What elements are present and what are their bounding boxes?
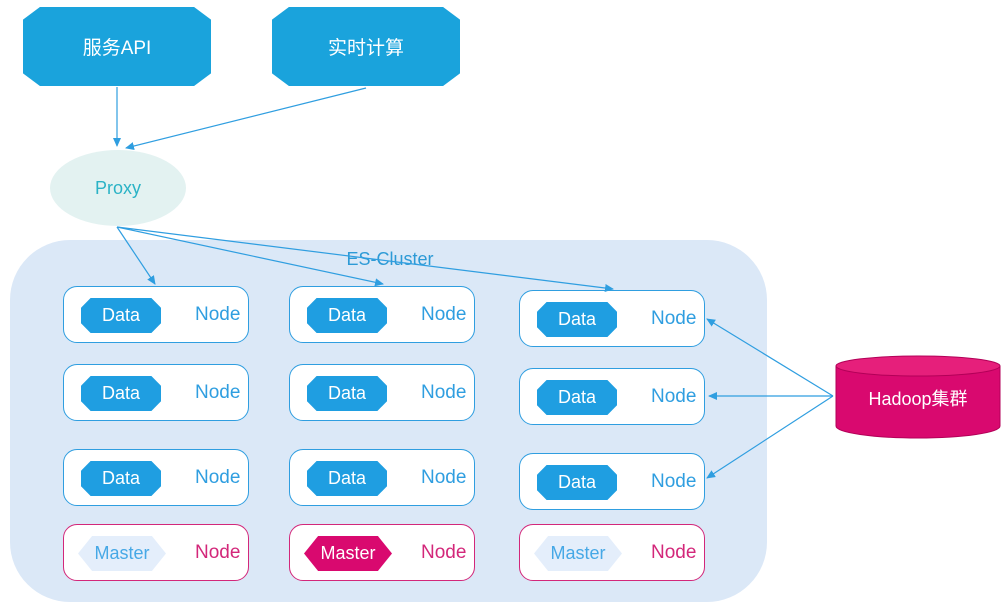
data-badge: Data <box>537 465 617 500</box>
data-badge: Data <box>81 376 161 411</box>
node-label: Node <box>421 467 467 488</box>
node-label: Node <box>421 304 467 325</box>
node-label: Node <box>651 542 697 563</box>
master-badge: Master <box>534 536 622 571</box>
hadoop-cylinder-icon <box>835 355 1001 439</box>
data-badge: Data <box>81 461 161 496</box>
data-badge: Data <box>307 461 387 496</box>
arrow-proxy-to-node-3 <box>116 226 614 292</box>
arrow-proxy-to-node-1 <box>116 226 156 285</box>
master-badge-active: Master <box>304 536 392 571</box>
node-label: Node <box>651 386 697 407</box>
node-label: Node <box>421 542 467 563</box>
node-label: Node <box>195 542 241 563</box>
arrow-proxy-to-node-2 <box>116 226 384 287</box>
data-node: Data Node <box>63 286 249 343</box>
service-api-node: 服务API <box>23 7 211 86</box>
master-node: Master Node <box>519 524 705 581</box>
proxy-node: Proxy <box>50 150 186 226</box>
master-badge: Master <box>78 536 166 571</box>
data-badge: Data <box>307 376 387 411</box>
node-label: Node <box>421 382 467 403</box>
arrow-realtime-to-proxy <box>125 87 367 150</box>
node-label: Node <box>651 471 697 492</box>
hadoop-label: Hadoop集群 <box>868 389 968 409</box>
master-node-active: Master Node <box>289 524 475 581</box>
data-badge: Data <box>307 298 387 333</box>
arrow-hadoop-to-node-row1 <box>706 318 834 397</box>
data-node: Data Node <box>289 364 475 421</box>
data-node: Data Node <box>63 364 249 421</box>
data-badge: Data <box>537 302 617 337</box>
data-badge: Data <box>537 380 617 415</box>
node-label: Node <box>195 467 241 488</box>
arrow-hadoop-to-node-row3 <box>706 395 834 479</box>
master-node: Master Node <box>63 524 249 581</box>
data-badge: Data <box>81 298 161 333</box>
data-node: Data Node <box>289 286 475 343</box>
node-label: Node <box>195 304 241 325</box>
data-node: Data Node <box>519 368 705 425</box>
node-label: Node <box>195 382 241 403</box>
data-node: Data Node <box>519 453 705 510</box>
data-node: Data Node <box>63 449 249 506</box>
node-label: Node <box>651 308 697 329</box>
realtime-compute-node: 实时计算 <box>272 7 460 86</box>
data-node: Data Node <box>289 449 475 506</box>
data-node: Data Node <box>519 290 705 347</box>
